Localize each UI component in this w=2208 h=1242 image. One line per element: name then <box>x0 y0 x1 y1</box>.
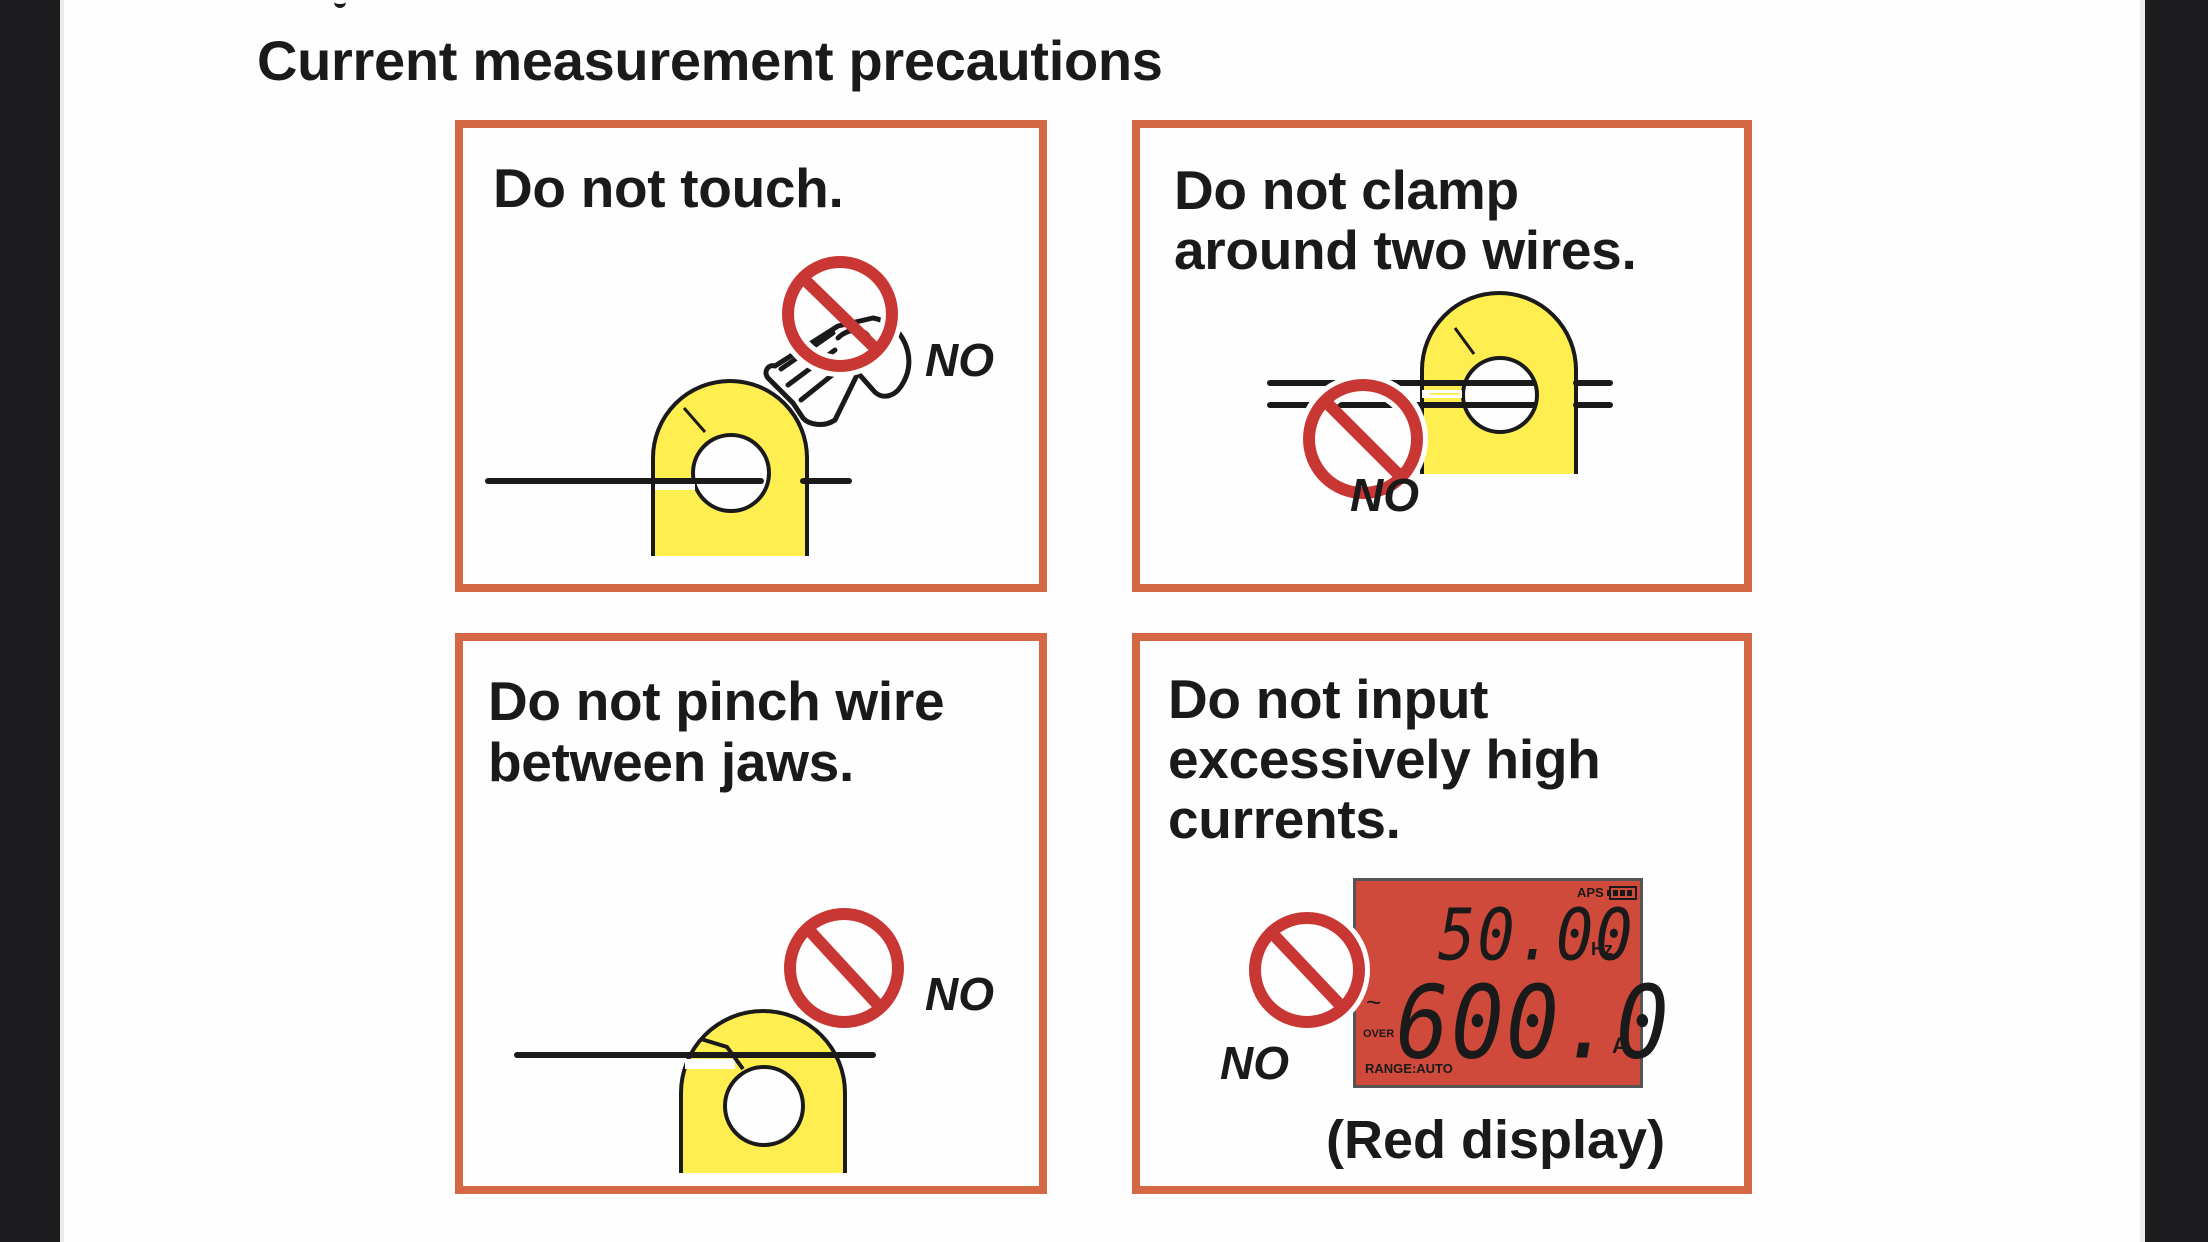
no-label: NO <box>925 334 994 386</box>
prohibition-icon <box>1298 374 1428 504</box>
card-heading-line-2: excessively high <box>1168 728 1601 790</box>
aps-indicator: APS <box>1577 885 1604 900</box>
prohibition-icon <box>1244 907 1370 1033</box>
current-reading: 600.0 <box>1396 963 1671 1082</box>
left-dark-margin <box>0 0 60 1242</box>
no-label: NO <box>925 968 994 1020</box>
precaution-card-high-current: Do not input excessively high currents. … <box>1132 633 1752 1194</box>
card-heading-line-1: Do not input <box>1168 668 1489 730</box>
right-page-edge <box>2140 0 2145 1242</box>
card-heading-line-1: Do not clamp <box>1174 159 1519 221</box>
left-page-edge <box>60 0 64 1242</box>
clamp-jaw-icon <box>679 1009 847 1173</box>
card-heading: Do not touch. <box>493 157 844 219</box>
card-heading-line-2: around two wires. <box>1174 219 1637 281</box>
precaution-card-do-not-touch: Do not touch. NO <box>455 120 1047 592</box>
clamp-two-wires-illustration <box>1267 291 1613 504</box>
no-label: NO <box>1350 469 1419 521</box>
card-heading-line-2: between jaws. <box>488 731 854 793</box>
ac-symbol: ~ <box>1366 987 1382 1017</box>
precaution-card-two-wires: Do not clamp around two wires. NO <box>1132 120 1752 592</box>
over-indicator: OVER <box>1363 1028 1395 1040</box>
prohibition-icon <box>780 904 908 1032</box>
frequency-reading: 50.00 <box>1438 893 1635 977</box>
document-page <box>64 0 2140 1242</box>
clamp-pinch-illustration <box>514 904 908 1173</box>
battery-full-icon <box>1607 886 1637 900</box>
current-unit: A <box>1612 1033 1628 1058</box>
precaution-card-pinch-wire: Do not pinch wire between jaws. NO <box>455 633 1047 1194</box>
range-indicator: RANGE:AUTO <box>1365 1061 1453 1076</box>
prohibition-icon <box>777 251 903 377</box>
clamp-jaw-icon <box>651 379 809 556</box>
wire-icon <box>514 1037 876 1071</box>
right-dark-margin <box>2145 0 2208 1242</box>
no-label: NO <box>1220 1037 1289 1089</box>
section-title: Current measurement precautions <box>257 29 1163 92</box>
clamp-touch-illustration <box>485 251 912 556</box>
card-heading-line-3: currents. <box>1168 788 1401 850</box>
cut-off-text-fragment <box>334 0 346 8</box>
frequency-unit: Hz <box>1591 939 1613 959</box>
red-display-caption: (Red display) <box>1326 1110 1666 1170</box>
wire-icon <box>485 478 852 490</box>
lcd-display: APS 50.00 Hz ~ OVER 600.0 A RANGE:AUTO <box>1353 878 1669 1088</box>
card-heading-line-1: Do not pinch wire <box>488 670 945 732</box>
